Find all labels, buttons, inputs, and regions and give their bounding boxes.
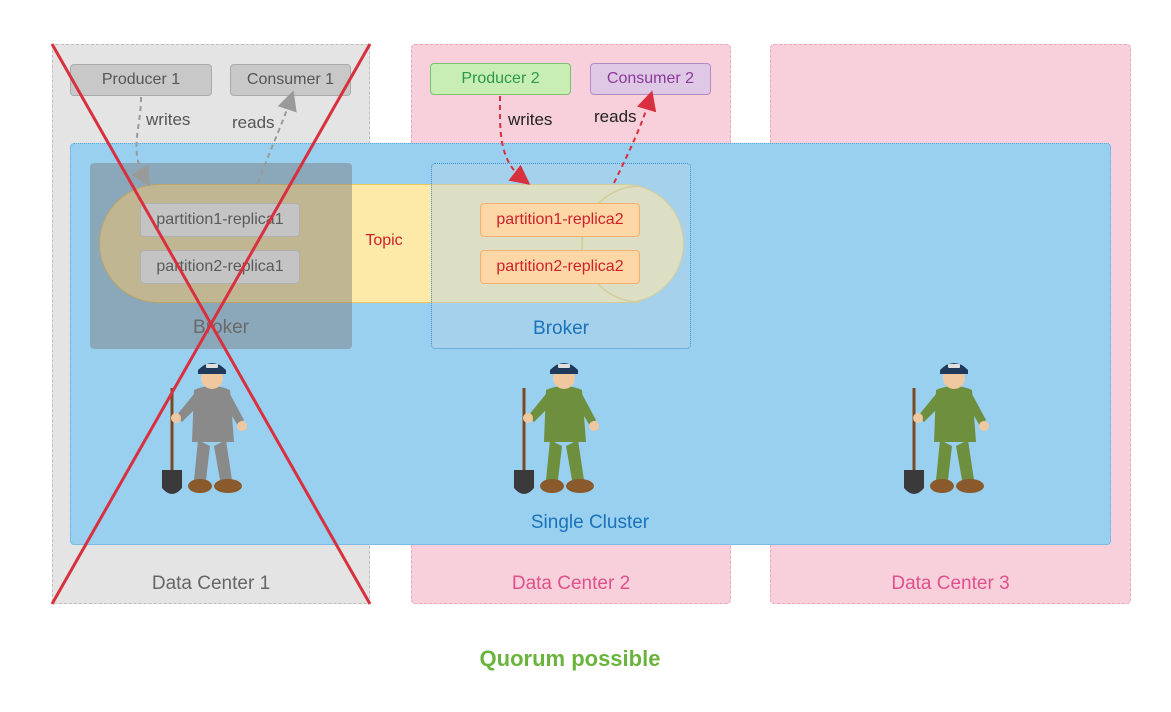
data-center-1-label: Data Center 1 — [151, 573, 271, 594]
quorum-status: Quorum possible — [479, 646, 661, 671]
partition1-replica2-box: partition1-replica2 — [480, 203, 640, 237]
writes-arrow-1 — [131, 96, 151, 187]
data-center-2-label: Data Center 2 — [511, 573, 631, 594]
partition1-replica1-box: partition1-replica1 — [140, 203, 300, 237]
writes-label-2: writes — [508, 110, 553, 129]
cluster-label: Single Cluster — [530, 512, 650, 533]
reads-arrow-2 — [613, 90, 657, 184]
partition2-replica2-box: partition2-replica2 — [480, 250, 640, 284]
producer-2-box: Producer 2 — [430, 63, 571, 95]
writes-label-1: writes — [146, 110, 191, 129]
partition2-replica1-box: partition2-replica1 — [140, 250, 300, 284]
reads-arrow-1 — [257, 90, 297, 184]
consumer-1-box: Consumer 1 — [230, 64, 351, 96]
broker-dc2-label: Broker — [533, 318, 589, 339]
reads-label-2: reads — [594, 107, 637, 126]
producer-1-box: Producer 1 — [70, 64, 212, 96]
reads-label-1: reads — [232, 113, 275, 132]
writes-arrow-2 — [498, 95, 531, 185]
topic-label: Topic — [365, 232, 403, 249]
data-center-3-label: Data Center 3 — [891, 573, 1010, 594]
